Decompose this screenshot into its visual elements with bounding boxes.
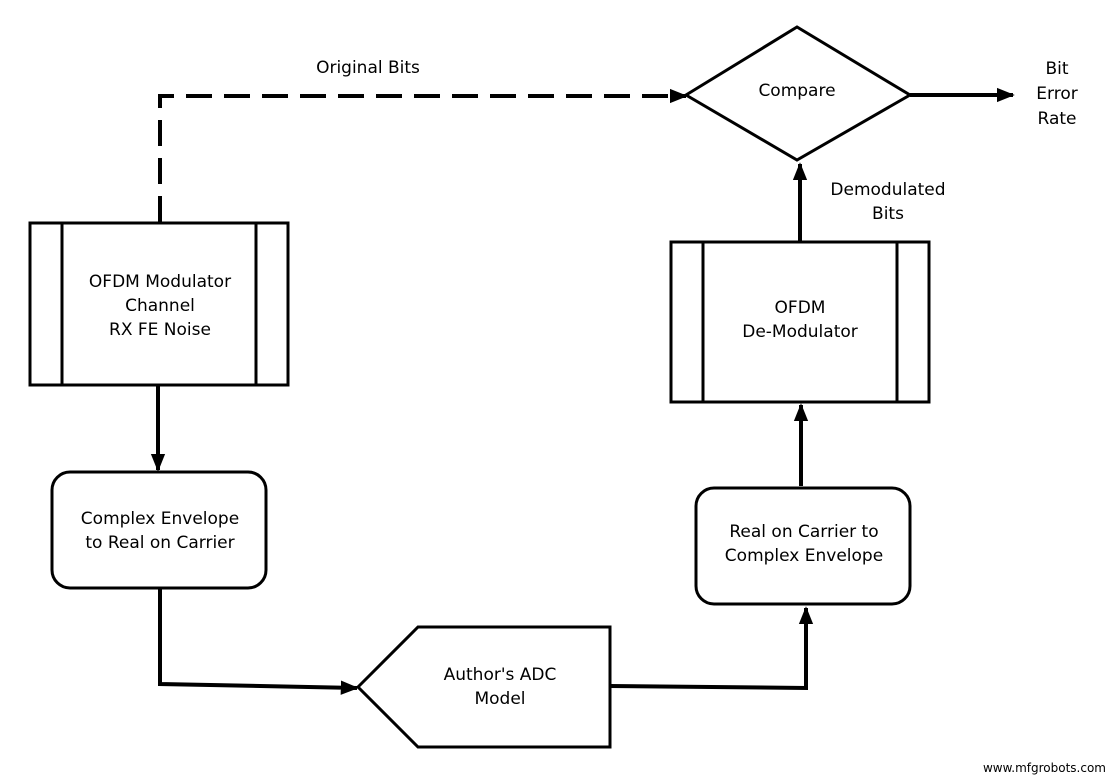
envelope-to-real-label-2: to Real on Carrier: [85, 533, 234, 553]
ber-label-1: Bit: [1045, 59, 1068, 79]
ber-label-2: Error: [1036, 84, 1077, 104]
adc-to-converter-arrow: [609, 606, 814, 691]
original-bits-connector: [158, 88, 688, 222]
envelope-to-real-label-1: Complex Envelope: [81, 509, 239, 529]
watermark: www.mfgrobots.com: [983, 761, 1106, 775]
compare-decision: [683, 25, 913, 162]
real-to-envelope-block: [694, 486, 912, 606]
demodulated-bits-label-2: Bits: [872, 204, 904, 224]
modulator-label-1: OFDM Modulator: [89, 272, 231, 292]
original-bits-label: Original Bits: [316, 58, 420, 78]
compare-label: Compare: [758, 81, 835, 101]
demodulated-bits-label-1: Demodulated: [830, 180, 945, 200]
ber-label-3: Rate: [1038, 109, 1077, 129]
adc-label-2: Model: [474, 689, 525, 709]
demodulator-label-1: OFDM: [775, 298, 826, 318]
envelope-to-adc-arrow: [158, 588, 359, 695]
real-to-envelope-label-2: Complex Envelope: [725, 546, 883, 566]
ofdm-demodulator-block: [669, 240, 931, 404]
adc-model-block: [355, 625, 612, 749]
envelope-to-real-block: [50, 470, 268, 590]
modulator-label-3: RX FE Noise: [109, 320, 211, 340]
modulator-label-2: Channel: [125, 296, 195, 316]
real-to-envelope-label-1: Real on Carrier to: [729, 522, 878, 542]
ofdm-modulator-block: [28, 221, 290, 387]
demodulator-label-2: De-Modulator: [742, 322, 858, 342]
adc-label-1: Author's ADC: [444, 665, 557, 685]
